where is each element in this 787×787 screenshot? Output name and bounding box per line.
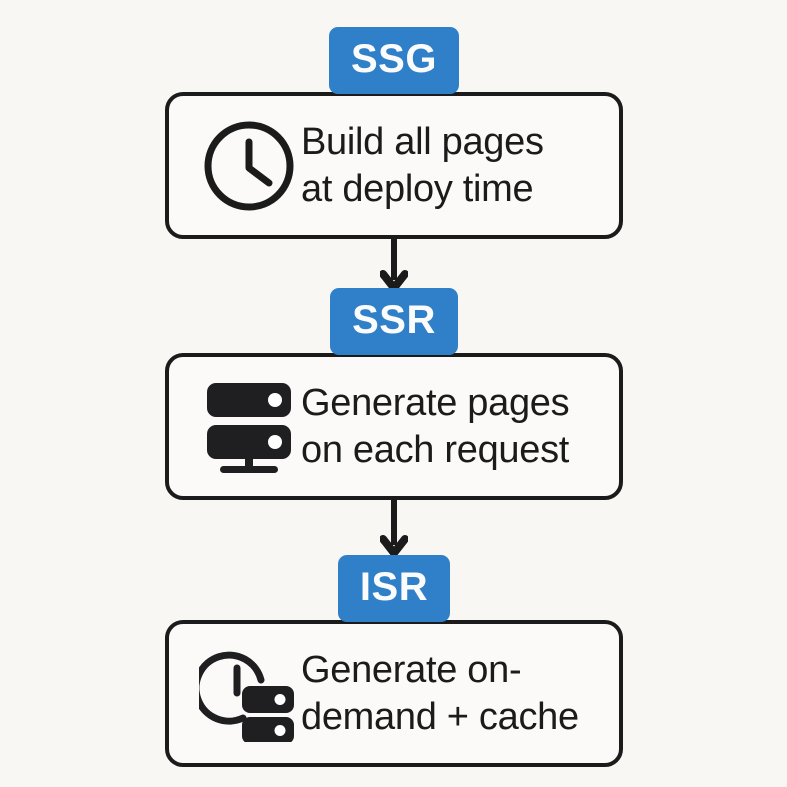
card-isr: Generate on- demand + cache: [165, 620, 623, 767]
card-text-isr: Generate on- demand + cache: [301, 648, 579, 738]
badge-row-ssg: SSG: [165, 27, 623, 94]
arrow-ssg-to-ssr: [380, 236, 408, 292]
card-ssr: Generate pages on each request: [165, 353, 623, 500]
badge-row-isr: ISR: [165, 555, 623, 622]
clock-server-icon: [197, 646, 301, 742]
badge-isr[interactable]: ISR: [337, 555, 451, 622]
stage-ssr: SSR Generate pages on each request: [165, 288, 623, 500]
stage-isr: ISR Generate on- demand + cache: [165, 555, 623, 767]
card-ssg: Build all pages at deploy time: [165, 92, 623, 239]
clock-icon: [197, 120, 301, 212]
stage-ssg: SSG Build all pages at deploy time: [165, 27, 623, 239]
badge-row-ssr: SSR: [165, 288, 623, 355]
card-text-ssg: Build all pages at deploy time: [301, 120, 544, 210]
badge-ssr[interactable]: SSR: [330, 288, 458, 355]
server-icon: [197, 379, 301, 475]
arrow-ssr-to-isr: [380, 498, 408, 558]
badge-ssg[interactable]: SSG: [329, 27, 459, 94]
card-text-ssr: Generate pages on each request: [301, 381, 570, 471]
